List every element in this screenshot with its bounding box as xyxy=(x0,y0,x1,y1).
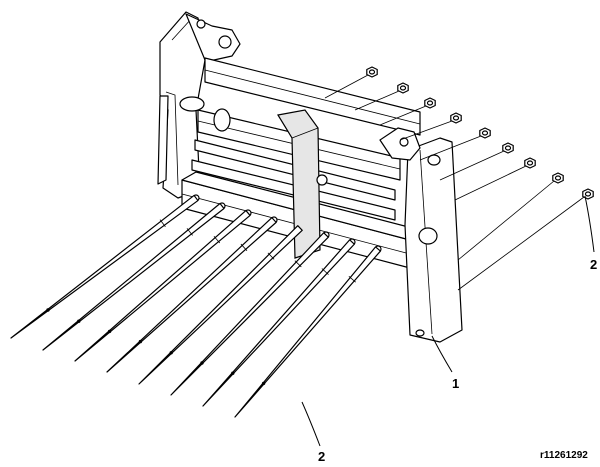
leader-nut xyxy=(584,195,595,253)
tine xyxy=(170,232,329,396)
nuts xyxy=(324,66,594,291)
callout-nut: 2 xyxy=(590,257,598,272)
leader-lines xyxy=(301,195,595,447)
leader-frame xyxy=(431,335,453,373)
callout-frame: 1 xyxy=(452,376,460,391)
tines xyxy=(10,194,382,418)
nut xyxy=(457,172,564,261)
nut xyxy=(379,97,436,126)
mounting-frame xyxy=(157,11,463,343)
nut xyxy=(354,82,409,111)
tine xyxy=(234,246,382,418)
callout-tine: 2 xyxy=(318,449,326,464)
tine xyxy=(106,217,277,373)
tine xyxy=(74,209,251,362)
nut xyxy=(399,112,462,141)
nut xyxy=(457,188,594,291)
nut xyxy=(419,127,491,161)
tine xyxy=(42,202,225,351)
tine xyxy=(10,194,199,339)
nut xyxy=(324,66,378,99)
nut xyxy=(439,142,514,181)
tine xyxy=(138,225,303,385)
figure-reference-number: r11261292 xyxy=(540,450,588,461)
nut xyxy=(454,157,536,201)
top-cross-tube xyxy=(204,57,421,136)
leader-tine xyxy=(301,401,321,447)
tine xyxy=(202,239,355,407)
